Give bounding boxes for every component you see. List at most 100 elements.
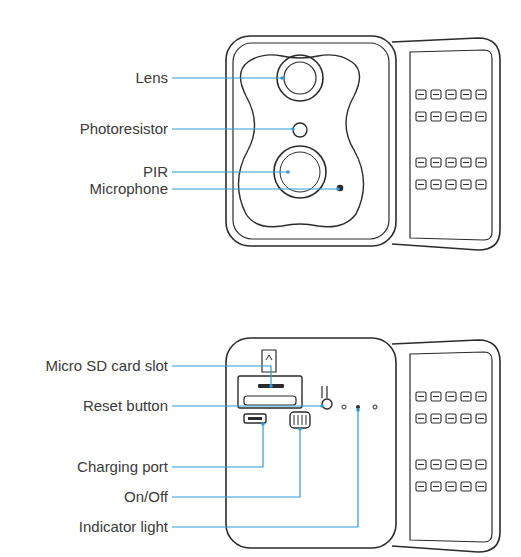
vent-slot bbox=[431, 180, 441, 189]
vent-slot-inner bbox=[448, 464, 454, 465]
leader-lines bbox=[172, 78, 358, 527]
vent-slot-inner bbox=[448, 486, 454, 487]
part-label: PIR bbox=[143, 163, 168, 181]
vent-slot-inner bbox=[433, 486, 439, 487]
part-label: Reset button bbox=[83, 397, 168, 415]
vent-slot-inner bbox=[418, 162, 424, 163]
leader-line bbox=[172, 429, 300, 497]
vent-slot bbox=[446, 414, 456, 423]
vent-slot-inner bbox=[463, 396, 469, 397]
vent-slot bbox=[461, 460, 471, 469]
vent-slot bbox=[476, 414, 486, 423]
vent-slot-inner bbox=[418, 116, 424, 117]
leader-line bbox=[172, 188, 338, 189]
vent-slot-inner bbox=[418, 184, 424, 185]
vent-slot bbox=[461, 90, 471, 99]
vent-slot-inner bbox=[433, 162, 439, 163]
vent-slot-inner bbox=[463, 418, 469, 419]
leader-line bbox=[172, 410, 358, 527]
vent-slot bbox=[416, 180, 426, 189]
vent-slot-inner bbox=[448, 184, 454, 185]
vent-slot bbox=[446, 482, 456, 491]
part-label: Photoresistor bbox=[80, 120, 168, 138]
vent-slot bbox=[446, 158, 456, 167]
leader-dots bbox=[261, 76, 360, 431]
vent-slot bbox=[461, 482, 471, 491]
vent-slot bbox=[446, 112, 456, 121]
vent-slot-inner bbox=[418, 418, 424, 419]
vent-slot-inner bbox=[448, 396, 454, 397]
vent-slot-inner bbox=[478, 116, 484, 117]
vent-slot-inner bbox=[463, 162, 469, 163]
vent-slot-inner bbox=[478, 184, 484, 185]
vent-slot bbox=[461, 158, 471, 167]
vent-slot bbox=[476, 460, 486, 469]
vent-slot-inner bbox=[478, 162, 484, 163]
leader-line bbox=[172, 128, 293, 129]
vent-slot bbox=[446, 90, 456, 99]
vent-slot-inner bbox=[463, 486, 469, 487]
vent-slot bbox=[446, 392, 456, 401]
leader-line bbox=[172, 405, 322, 406]
vent-slot bbox=[431, 158, 441, 167]
vent-slot bbox=[416, 414, 426, 423]
vent-slot bbox=[416, 112, 426, 121]
vent-slot-inner bbox=[433, 116, 439, 117]
vent-slot-inner bbox=[448, 162, 454, 163]
vent-slot-inner bbox=[463, 184, 469, 185]
part-label: Microphone bbox=[90, 180, 168, 198]
vent-slot bbox=[461, 392, 471, 401]
vent-slot-inner bbox=[433, 396, 439, 397]
vent-slot-inner bbox=[478, 396, 484, 397]
vent-slot bbox=[416, 460, 426, 469]
vent-slot-inner bbox=[433, 184, 439, 185]
vent-slot bbox=[476, 112, 486, 121]
vent-slot-inner bbox=[433, 464, 439, 465]
vent-slot-inner bbox=[418, 464, 424, 465]
vent-slot-inner bbox=[418, 396, 424, 397]
vent-slot bbox=[476, 482, 486, 491]
leader-line bbox=[172, 171, 288, 172]
vent-slot bbox=[431, 460, 441, 469]
vent-slot-inner bbox=[478, 464, 484, 465]
vent-slot-inner bbox=[448, 94, 454, 95]
leader-line bbox=[172, 424, 263, 467]
vent-slot bbox=[476, 180, 486, 189]
vent-slot bbox=[431, 414, 441, 423]
leader-line bbox=[172, 77, 282, 78]
part-label: Charging port bbox=[77, 458, 168, 476]
camera-front-view bbox=[226, 36, 500, 250]
part-label: On/Off bbox=[124, 488, 168, 506]
vent-slot bbox=[461, 414, 471, 423]
vent-slot bbox=[476, 158, 486, 167]
vent-slot-inner bbox=[448, 418, 454, 419]
vent-slot bbox=[446, 180, 456, 189]
vent-slot bbox=[431, 90, 441, 99]
vent-slot-inner bbox=[478, 418, 484, 419]
camera-back-view bbox=[226, 338, 500, 552]
vent-slot-inner bbox=[463, 94, 469, 95]
vent-slot-inner bbox=[478, 486, 484, 487]
leader-line bbox=[172, 366, 271, 386]
vent-slot bbox=[416, 158, 426, 167]
part-label: Micro SD card slot bbox=[45, 357, 168, 375]
vent-slot-inner bbox=[418, 486, 424, 487]
vent-slot-inner bbox=[433, 94, 439, 95]
vent-slot-inner bbox=[478, 94, 484, 95]
vent-slot bbox=[461, 180, 471, 189]
vent-slot-inner bbox=[463, 116, 469, 117]
vent-slot-inner bbox=[433, 418, 439, 419]
vent-slot bbox=[446, 460, 456, 469]
vent-slot bbox=[416, 392, 426, 401]
vent-slot bbox=[416, 90, 426, 99]
part-label: Indicator light bbox=[79, 518, 168, 536]
vent-slot-inner bbox=[463, 464, 469, 465]
vent-slot bbox=[476, 392, 486, 401]
vent-slot bbox=[416, 482, 426, 491]
vent-slot bbox=[431, 392, 441, 401]
vent-slot bbox=[431, 482, 441, 491]
vent-slot bbox=[461, 112, 471, 121]
vent-slot bbox=[431, 112, 441, 121]
vent-slot-inner bbox=[418, 94, 424, 95]
part-label: Lens bbox=[135, 69, 168, 87]
